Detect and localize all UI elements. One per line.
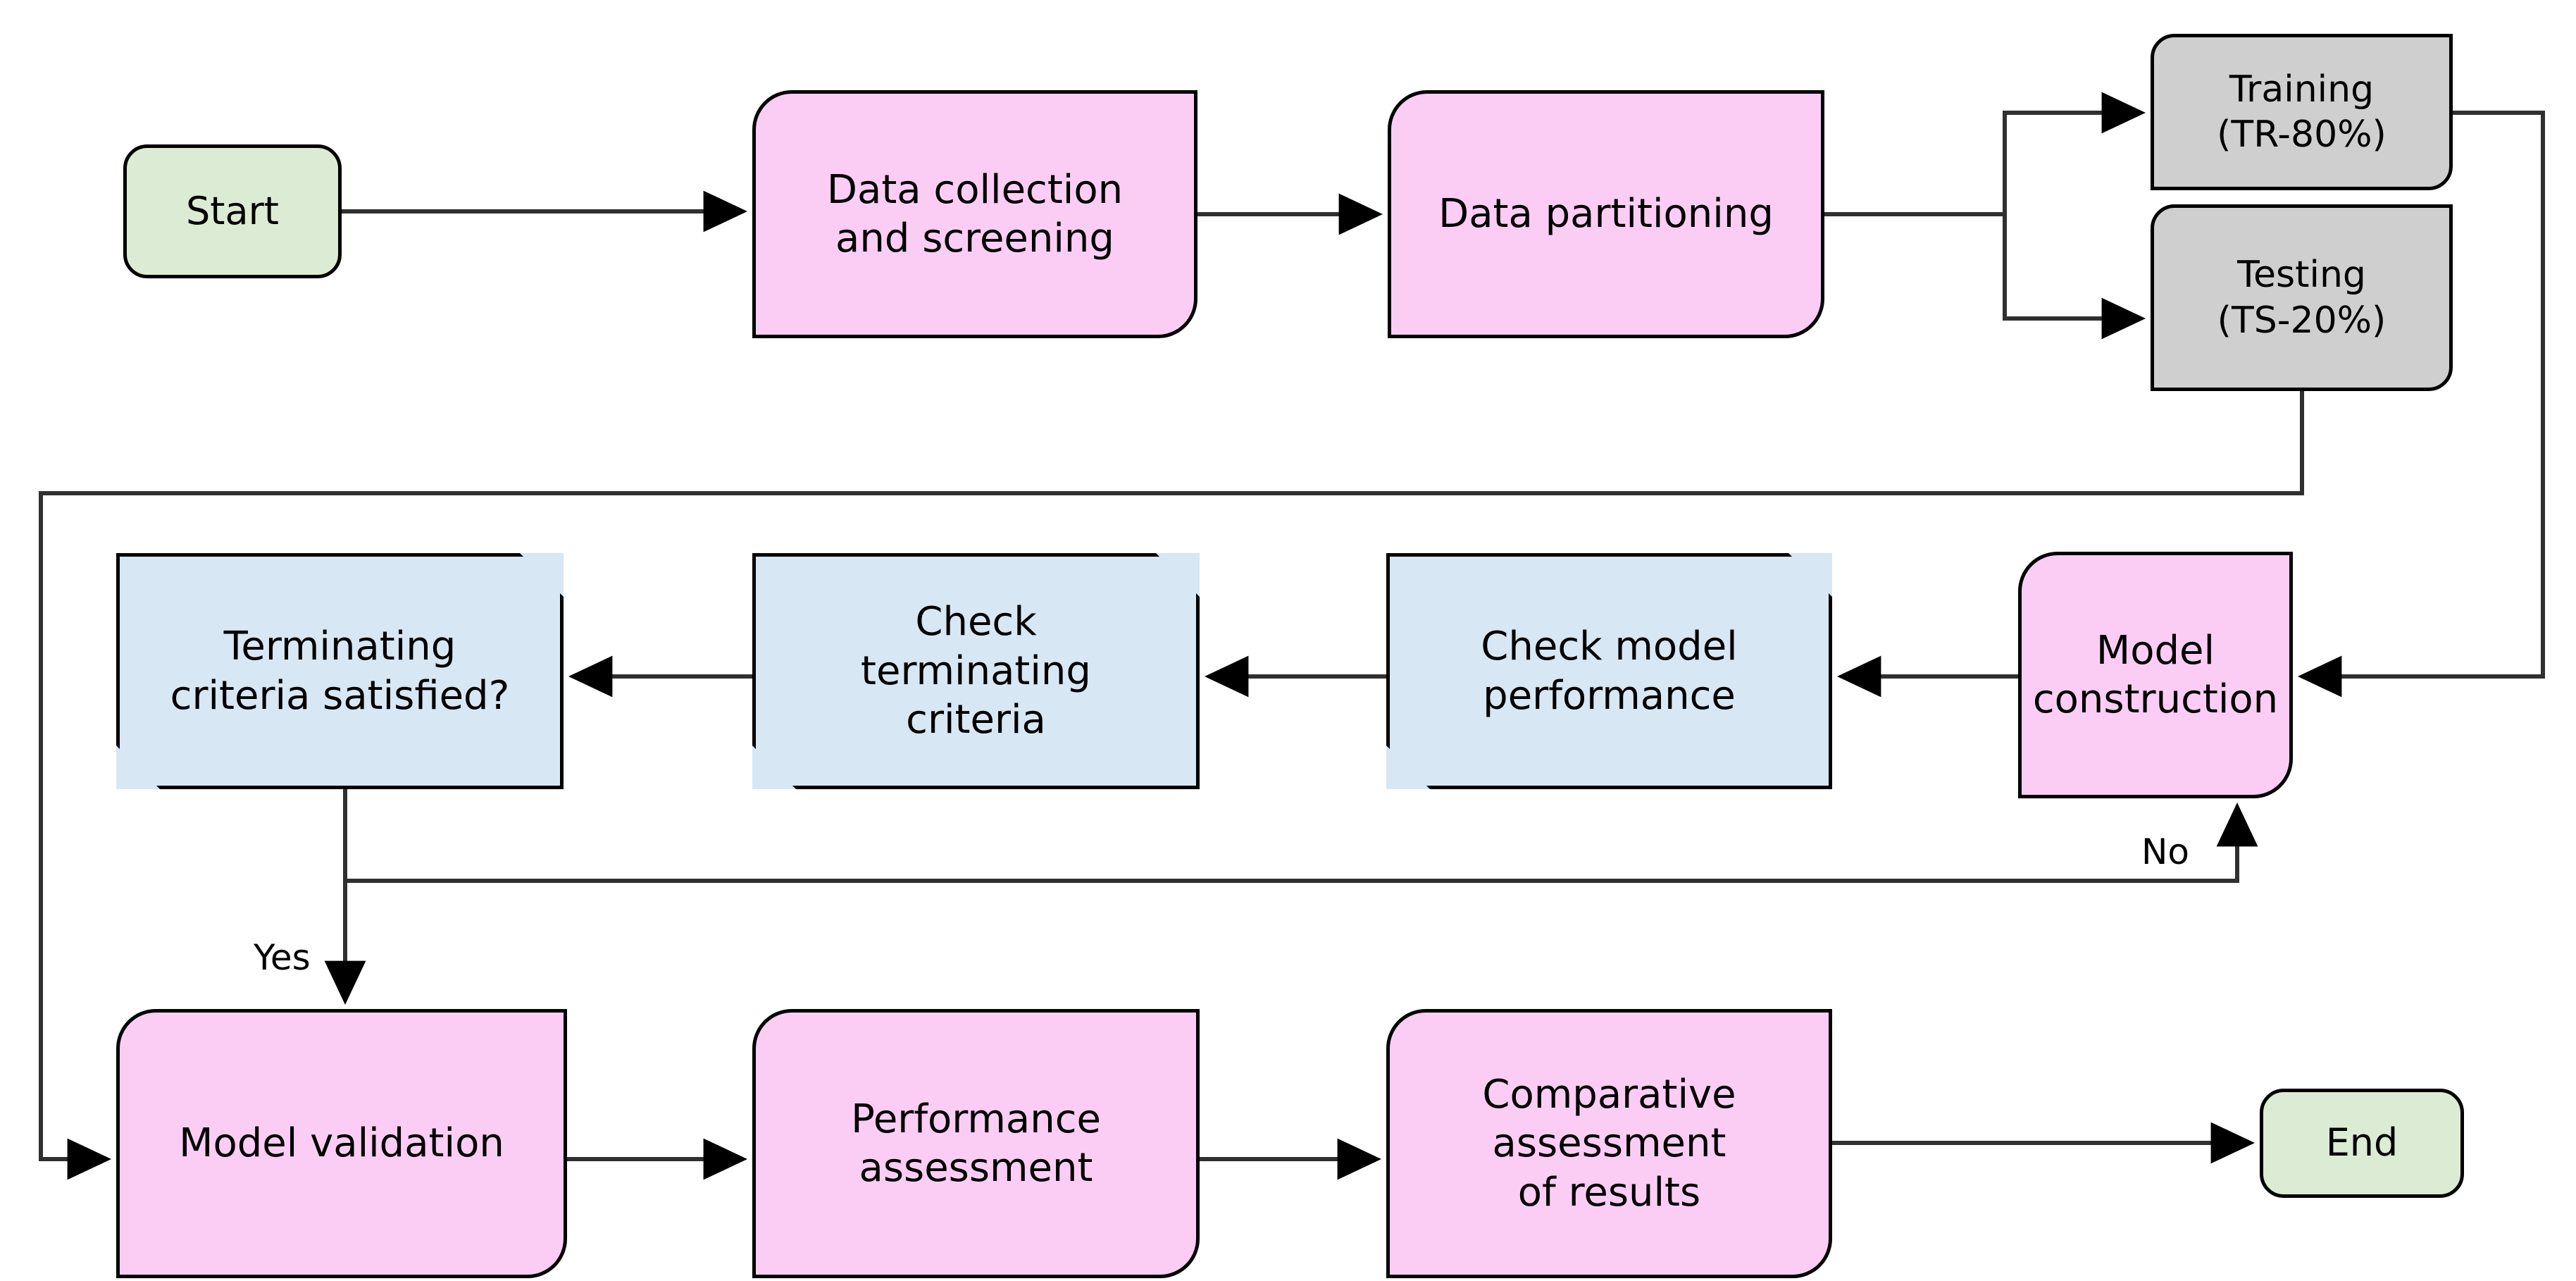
node-testing-split[interactable]: Testing (TS-20%)	[2151, 204, 2453, 391]
node-training-split[interactable]: Training (TR-80%)	[2151, 34, 2453, 190]
chamfer-shape	[116, 553, 564, 789]
node-comparative-assessment-of-results[interactable]: Comparative assessment of results	[1386, 1009, 1832, 1278]
node-model-construction[interactable]: Model construction	[2018, 552, 2293, 798]
node-check-terminating-criteria[interactable]: Check terminating criteria	[752, 553, 1200, 789]
edge-label-yes: Yes	[254, 937, 311, 978]
node-label: Check model performance	[1481, 624, 1738, 719]
node-data-collection-and-screening[interactable]: Data collection and screening	[752, 90, 1197, 338]
edge-terminating-no-to-construction	[343, 789, 2258, 883]
node-end[interactable]: End	[2260, 1089, 2464, 1198]
chamfer-shape	[752, 553, 1200, 789]
edge-label-no: No	[2141, 831, 2189, 872]
node-model-validation[interactable]: Model validation	[116, 1009, 567, 1278]
edge-partition-to-training	[1824, 92, 2146, 216]
node-check-model-performance[interactable]: Check model performance	[1386, 553, 1832, 789]
node-label: Check terminating criteria	[861, 599, 1091, 743]
edge-training-to-construction	[2297, 111, 2545, 698]
edge-testing-to-validation	[39, 391, 2304, 1180]
node-data-partitioning[interactable]: Data partitioning	[1388, 90, 1824, 338]
node-start[interactable]: Start	[123, 144, 342, 278]
edge-partition-to-testing	[2003, 214, 2146, 340]
node-performance-assessment[interactable]: Performance assessment	[752, 1009, 1200, 1278]
node-terminating-criteria-satisfied[interactable]: Terminating criteria satisfied?	[116, 553, 564, 789]
node-label: Terminating criteria satisfied?	[170, 624, 510, 719]
chamfer-shape	[1386, 553, 1832, 789]
